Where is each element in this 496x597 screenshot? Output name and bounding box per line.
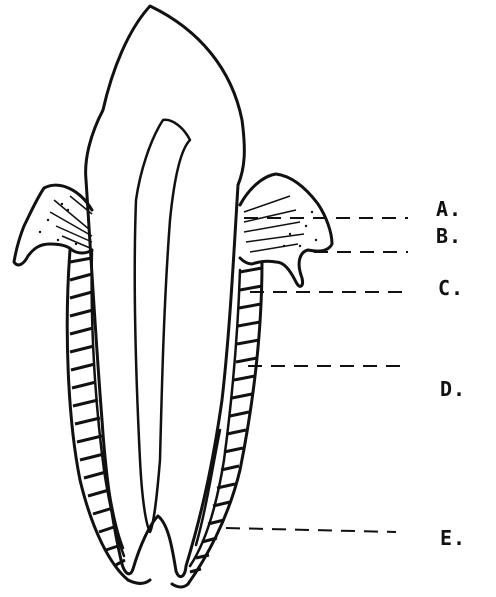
pulp-canal xyxy=(135,120,190,532)
label-e: E. xyxy=(440,526,466,550)
label-c: C. xyxy=(438,276,464,300)
label-a: A. xyxy=(436,197,462,221)
gum-stipple xyxy=(39,203,317,247)
label-b: B. xyxy=(436,224,462,248)
gum-left xyxy=(14,185,92,265)
socket-bottom-left xyxy=(128,580,150,583)
label-d: D. xyxy=(440,377,466,401)
socket-bottom-right xyxy=(172,584,188,587)
leader-line-e xyxy=(226,528,396,532)
